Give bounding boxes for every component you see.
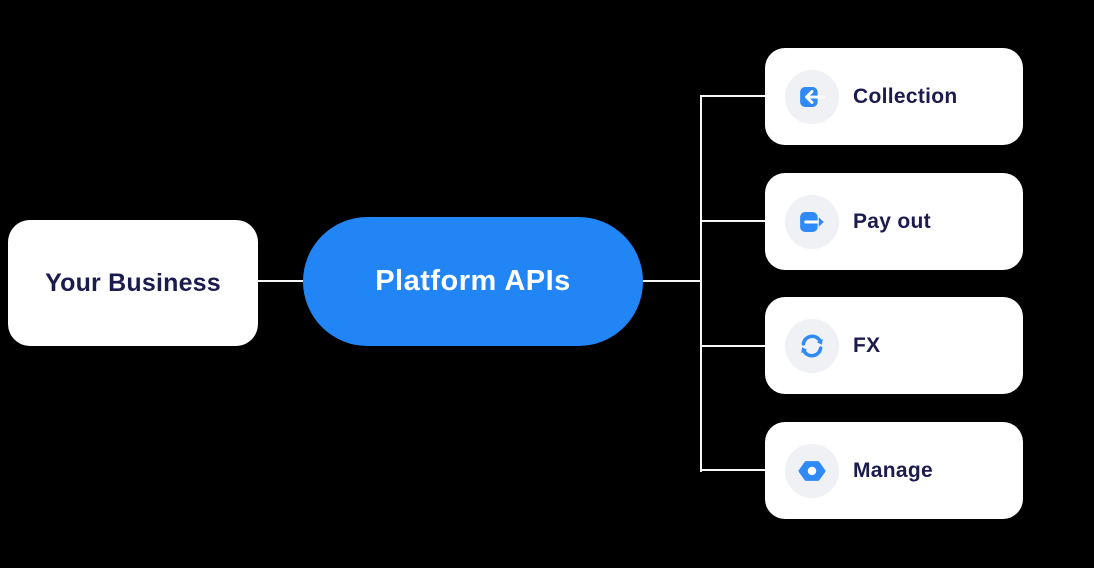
box-arrow-out-icon — [800, 211, 824, 232]
service-card-fx: FX — [765, 297, 1023, 394]
connector-branch-fx — [700, 345, 765, 347]
icon-circle — [785, 69, 839, 124]
connector-platform-trunk — [643, 280, 700, 282]
connector-branch-payout — [700, 220, 765, 222]
hexagon-nut-icon — [798, 460, 826, 481]
connector-trunk — [700, 96, 702, 472]
sync-arrows-icon — [801, 334, 823, 357]
service-card-collection: Collection — [765, 48, 1023, 145]
connector-branch-manage — [700, 469, 765, 471]
service-label: FX — [853, 333, 881, 357]
box-arrow-in-icon — [800, 86, 826, 107]
icon-circle — [785, 318, 839, 373]
service-label: Manage — [853, 458, 933, 482]
connector-branch-collection — [700, 95, 765, 97]
service-card-manage: Manage — [765, 422, 1023, 519]
icon-circle — [785, 194, 839, 249]
business-label: Your Business — [45, 268, 221, 297]
business-node: Your Business — [8, 220, 258, 346]
service-card-payout: Pay out — [765, 173, 1023, 270]
connector-business-platform — [258, 280, 303, 282]
icon-circle — [785, 443, 839, 498]
service-label: Collection — [853, 84, 958, 108]
platform-apis-node: Platform APIs — [303, 217, 643, 346]
service-label: Pay out — [853, 209, 931, 233]
platform-apis-label: Platform APIs — [375, 265, 571, 297]
